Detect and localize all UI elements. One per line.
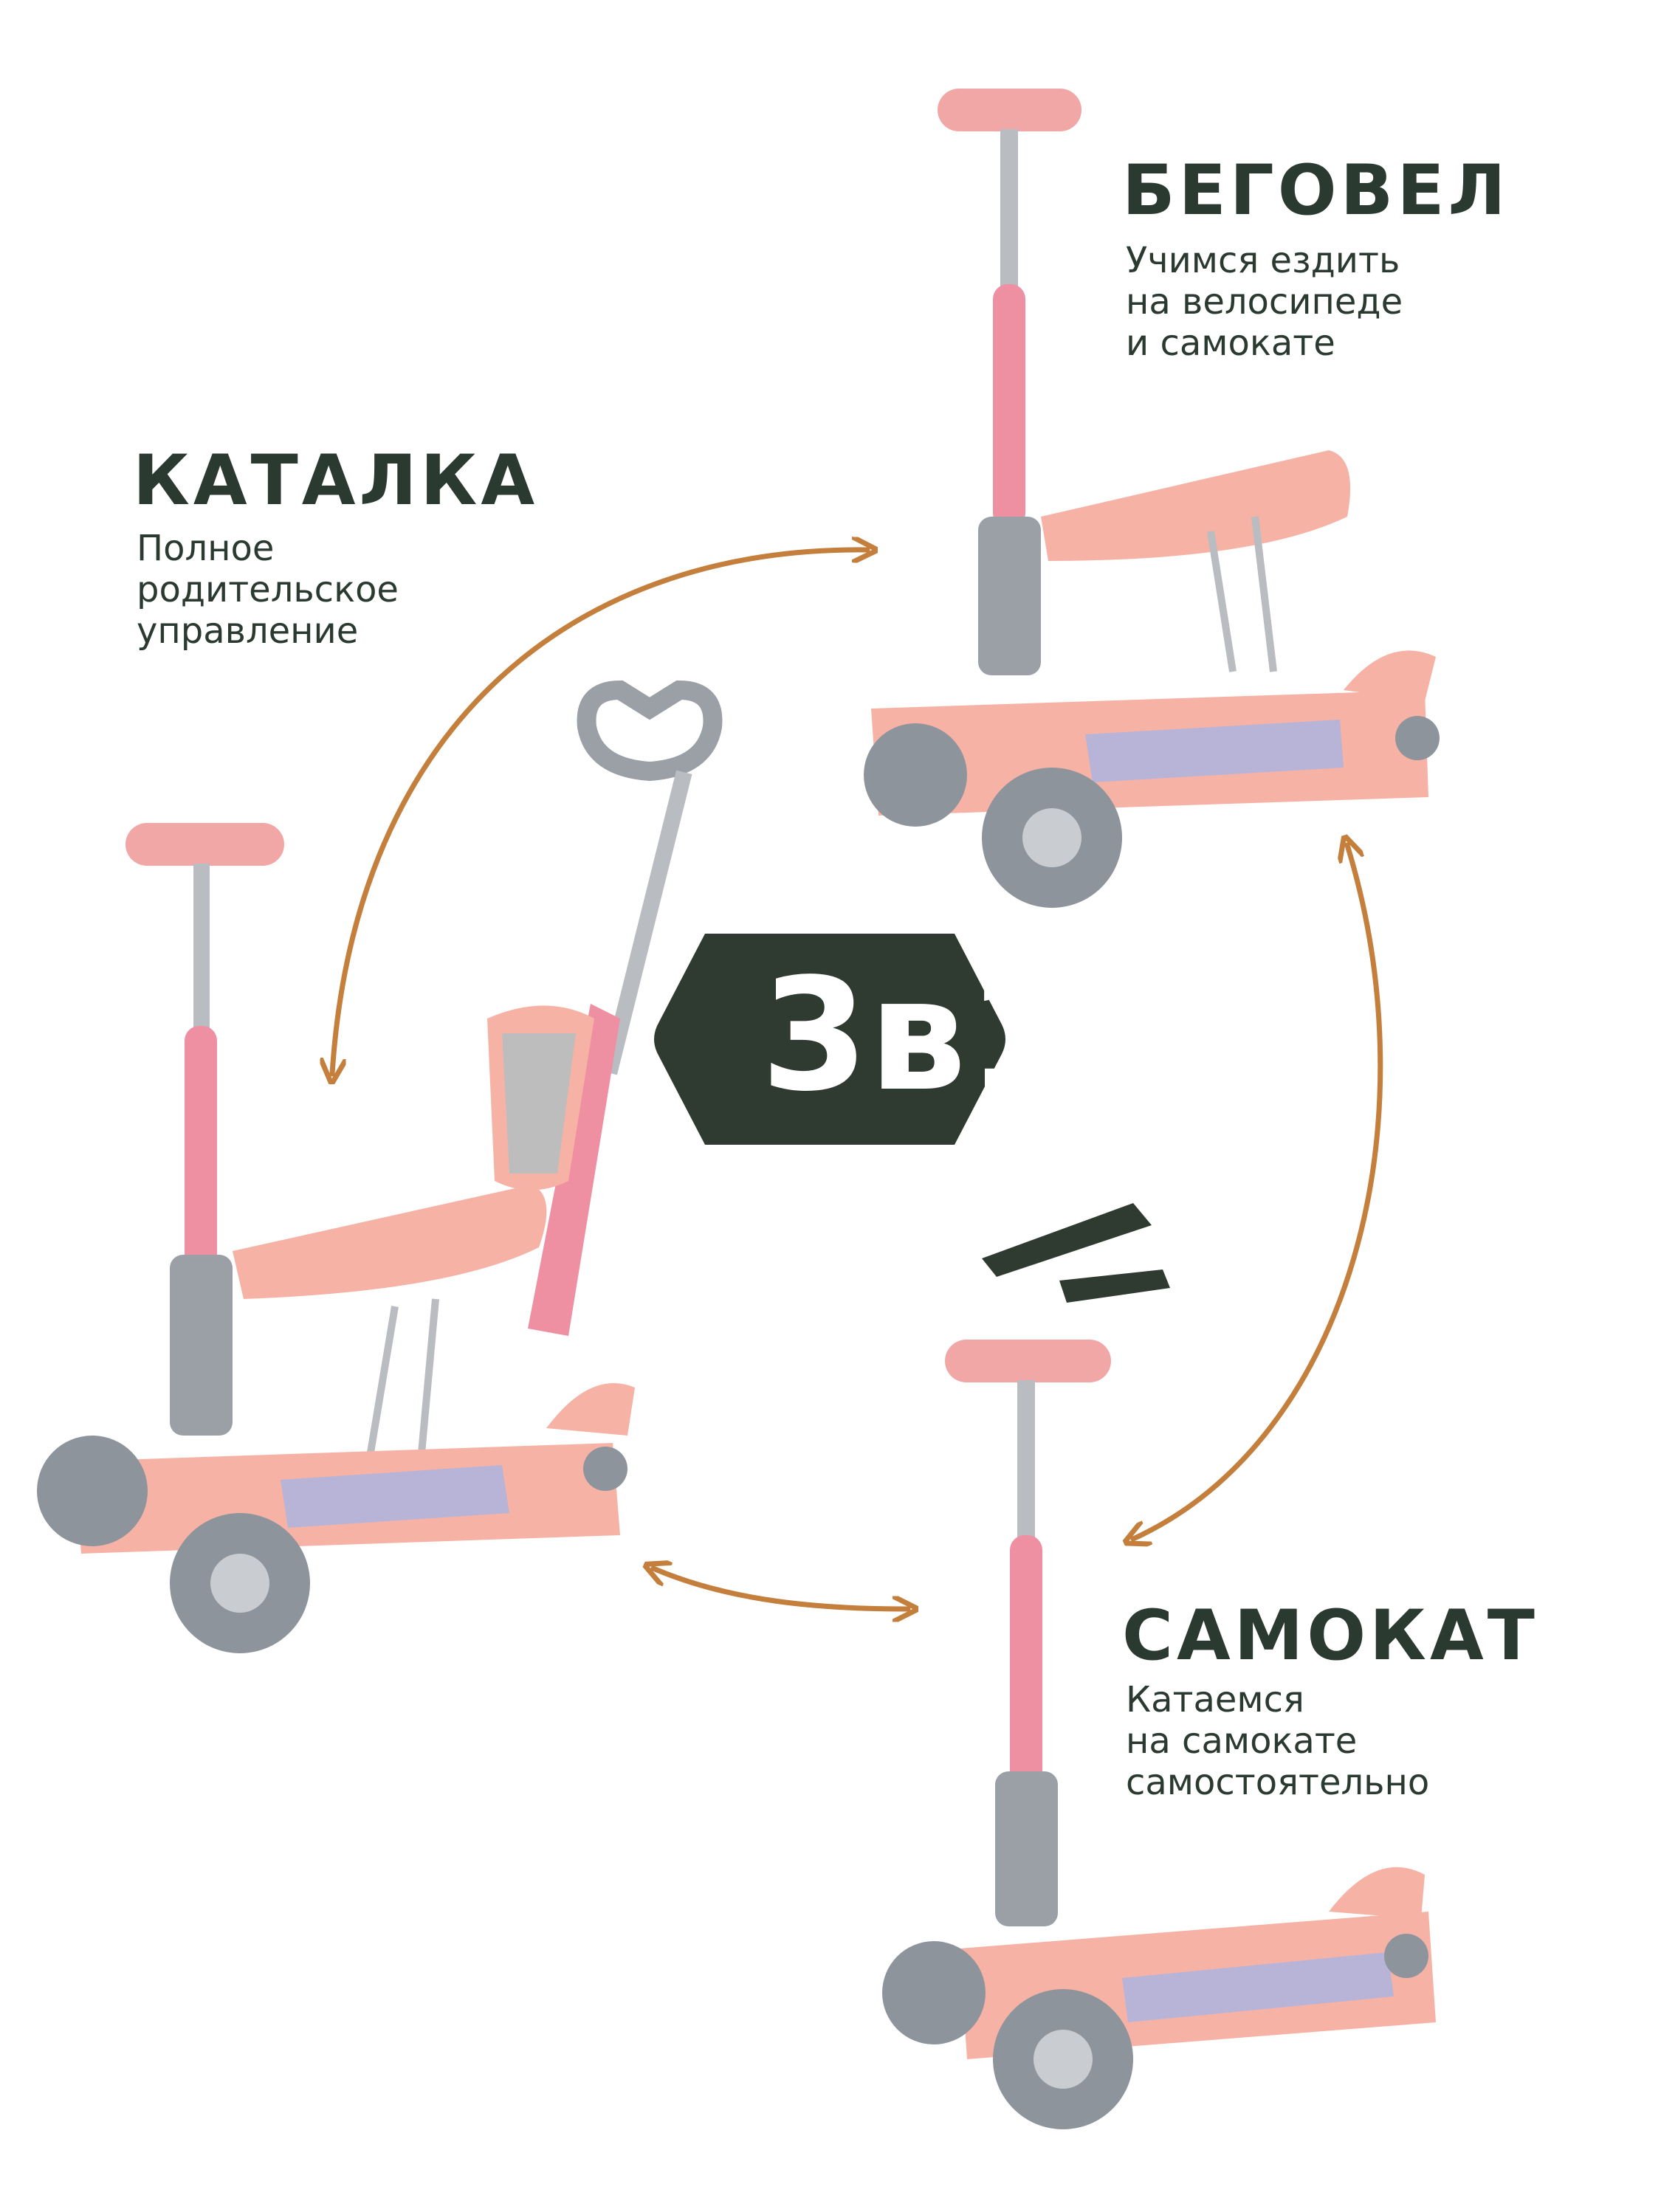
- mode-description-line: Катаемся: [1126, 1679, 1304, 1720]
- mode-description-line: на самокате: [1126, 1720, 1358, 1762]
- badge: 3в1: [654, 934, 1170, 1303]
- arrows: [332, 550, 1383, 1609]
- speed-line-icon: [982, 1203, 1152, 1277]
- scooter-katalka-image: [37, 680, 723, 1653]
- mode-description-begovel: Учимся ездить на велосипеде и самокате: [1126, 240, 1403, 364]
- mode-title-katalka: КАТАЛКА: [133, 441, 539, 521]
- mode-description-line: на велосипеде: [1126, 281, 1403, 323]
- arrow-katalka-samokat: [653, 1568, 908, 1609]
- badge-text: 3в1: [760, 945, 1074, 1126]
- mode-description-katalka: Полное родительское управление: [137, 528, 399, 652]
- mode-description-line: самостоятельно: [1126, 1762, 1430, 1803]
- speed-line-icon: [1059, 1269, 1170, 1303]
- mode-description-samokat: Катаемся на самокате самостоятельно: [1126, 1679, 1429, 1803]
- arrow-katalka-begovel: [332, 550, 867, 1074]
- badge-diamond: [654, 934, 1005, 1145]
- arrow-begovel-samokat: [1133, 845, 1383, 1539]
- mode-title-begovel: БЕГОВЕЛ: [1122, 151, 1510, 231]
- mode-description-line: Полное: [137, 528, 275, 569]
- mode-description-line: Учимся ездить: [1126, 240, 1400, 281]
- scooter-begovel-image: [864, 89, 1440, 908]
- mode-description-line: и самокате: [1126, 323, 1335, 364]
- scooter-samokat-image: [882, 1340, 1436, 2129]
- mode-title-samokat: САМОКАТ: [1122, 1596, 1538, 1676]
- mode-description-line: управление: [137, 610, 359, 652]
- mode-description-line: родительское: [137, 569, 399, 610]
